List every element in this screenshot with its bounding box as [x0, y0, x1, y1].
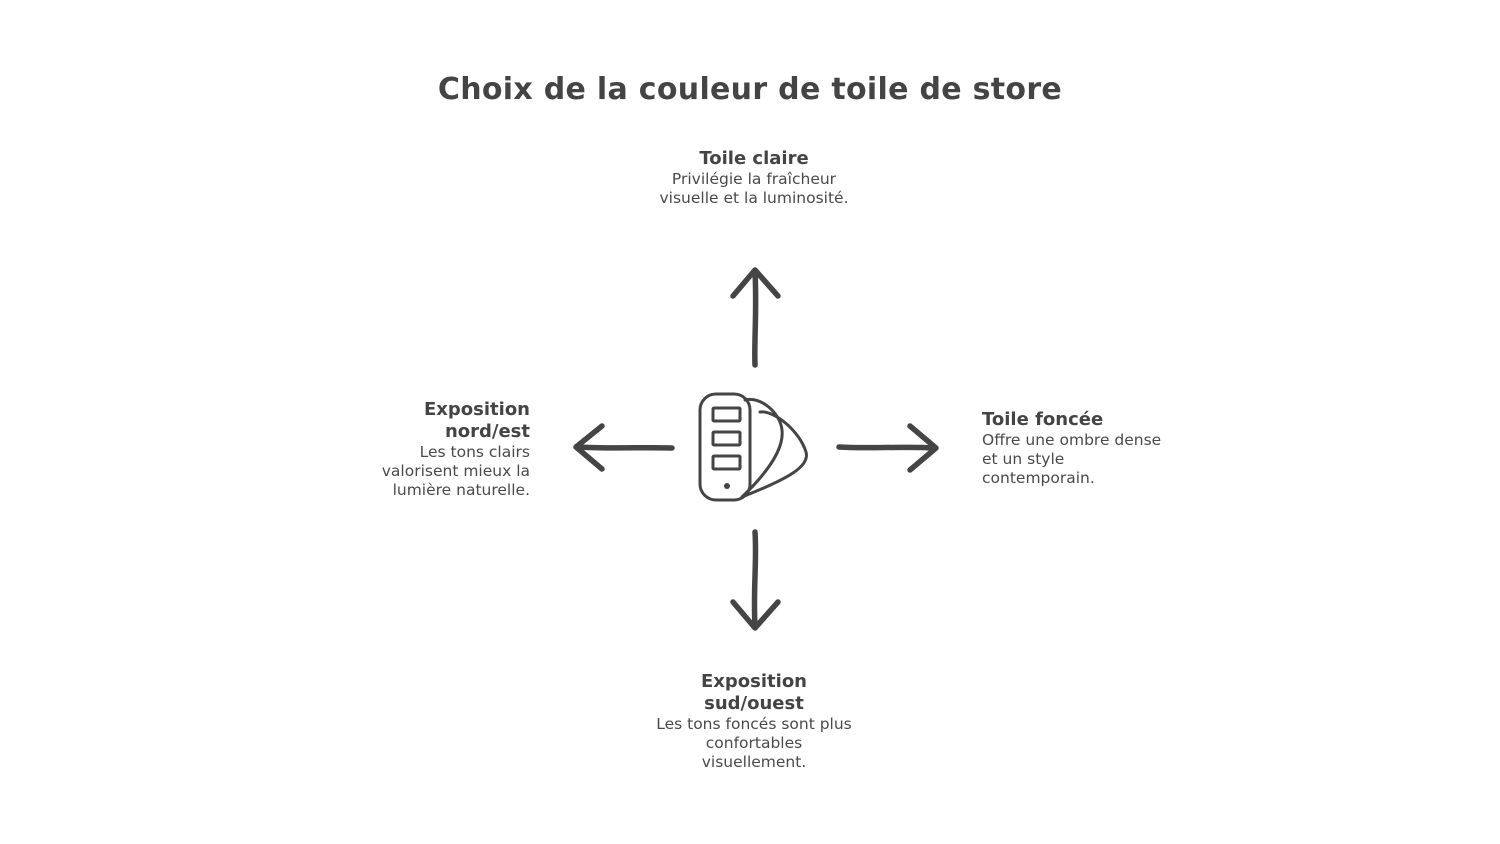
node-exposition-nord-est: Exposition nord/est Les tons clairs valo… [350, 399, 530, 500]
node-description: Privilégie la fraîcheur visuelle et la l… [659, 170, 849, 207]
node-exposition-sud-ouest: Exposition sud/ouest Les tons foncés son… [654, 671, 854, 772]
node-title: Exposition sud/ouest [701, 671, 807, 714]
arrow-left [573, 423, 675, 472]
node-toile-foncee: Toile foncée Offre une ombre dense et un… [982, 409, 1162, 488]
arrow-up [730, 267, 781, 368]
node-title: Toile claire [699, 148, 809, 169]
color-swatch-icon [698, 392, 808, 502]
node-toile-claire: Toile claire Privilégie la fraîcheur vis… [654, 148, 854, 208]
arrow-right [836, 423, 939, 473]
node-title: Exposition nord/est [424, 399, 530, 442]
arrow-down [730, 529, 781, 631]
diagram-title: Choix de la couleur de toile de store [437, 72, 1063, 107]
node-description: Les tons foncés sont plus confortables v… [656, 715, 852, 771]
node-title: Toile foncée [982, 409, 1104, 430]
node-description: Les tons clairs valorisent mieux la lumi… [381, 443, 530, 499]
node-description: Offre une ombre dense et un style contem… [982, 431, 1162, 487]
